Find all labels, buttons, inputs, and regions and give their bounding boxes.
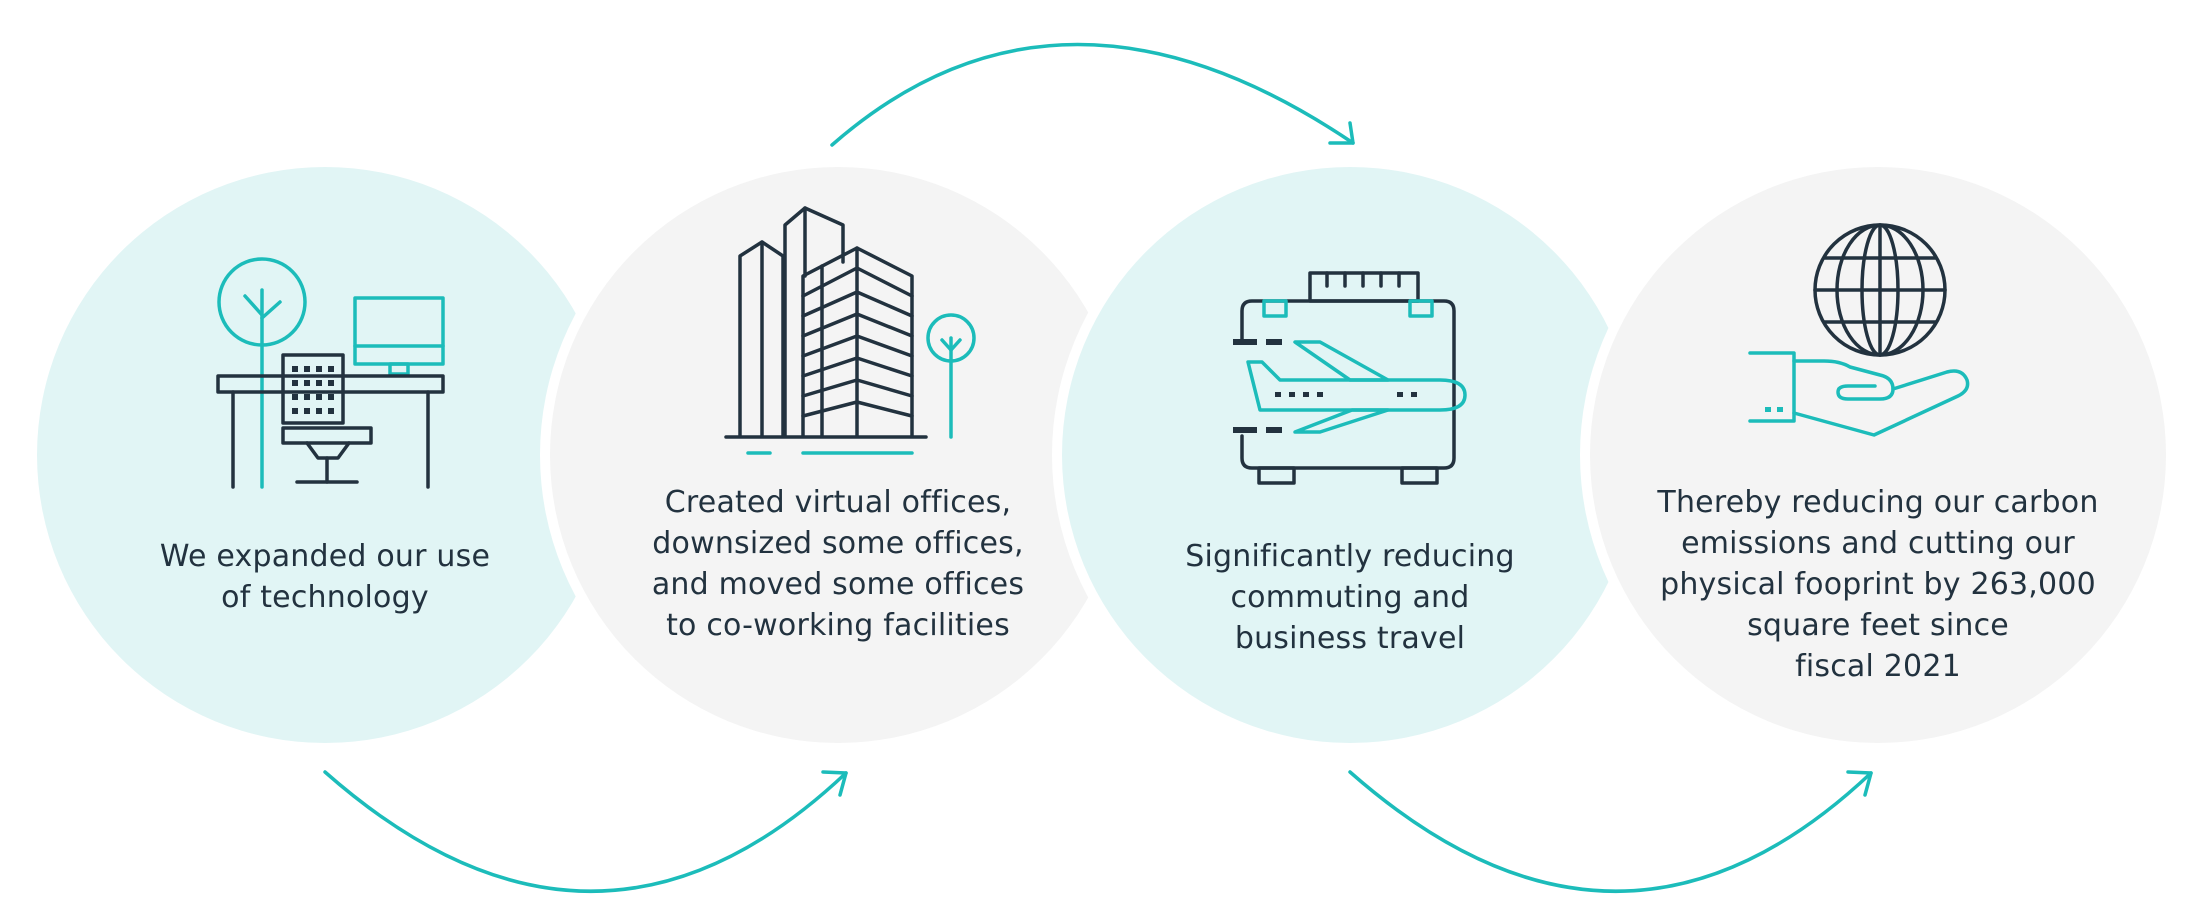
step-3-line-3: business travel	[1234, 621, 1466, 656]
step-4-line-5: fiscal 2021	[1795, 649, 1961, 684]
step-2-line-4: to co-working facilities	[666, 608, 1010, 643]
step-3-line-1: Significantly reducing	[1185, 539, 1515, 574]
desk-workstation-icon	[216, 257, 445, 489]
arrow-3-to-4	[1348, 770, 1873, 893]
step-4-line-1: Thereby reducing our carbon	[1657, 485, 2099, 520]
step-3-line-2: commuting and	[1230, 580, 1470, 615]
office-buildings-icon	[724, 206, 976, 455]
arrow-1-to-2	[323, 770, 848, 893]
step-3-text: Significantly reducing commuting and bus…	[1120, 536, 1580, 659]
step-4-text: Thereby reducing our carbon emissions an…	[1648, 482, 2108, 687]
hand-holding-globe-icon	[1748, 223, 1970, 437]
step-3-circle	[1062, 167, 1638, 743]
step-2-circle	[550, 167, 1126, 743]
step-2-line-2: downsized some offices,	[652, 526, 1024, 561]
step-1-line-1: We expanded our use	[159, 539, 491, 574]
step-4-line-2: emissions and cutting our	[1681, 526, 2075, 561]
step-1-circle	[37, 167, 613, 743]
step-4-line-4: square feet since	[1747, 608, 2009, 643]
step-4-circle	[1590, 167, 2166, 743]
step-1-text: We expanded our use of technology	[95, 536, 555, 618]
step-2-line-1: Created virtual offices,	[664, 485, 1012, 520]
briefcase-airplane-icon	[1233, 271, 1467, 485]
step-2-text: Created virtual offices, downsized some …	[608, 482, 1068, 646]
step-4-line-3: physical fooprint by 263,000	[1660, 567, 2096, 602]
step-2-line-3: and moved some offices	[651, 567, 1025, 602]
arrow-2-to-3	[830, 42, 1355, 147]
step-1-line-2: of technology	[221, 580, 429, 615]
